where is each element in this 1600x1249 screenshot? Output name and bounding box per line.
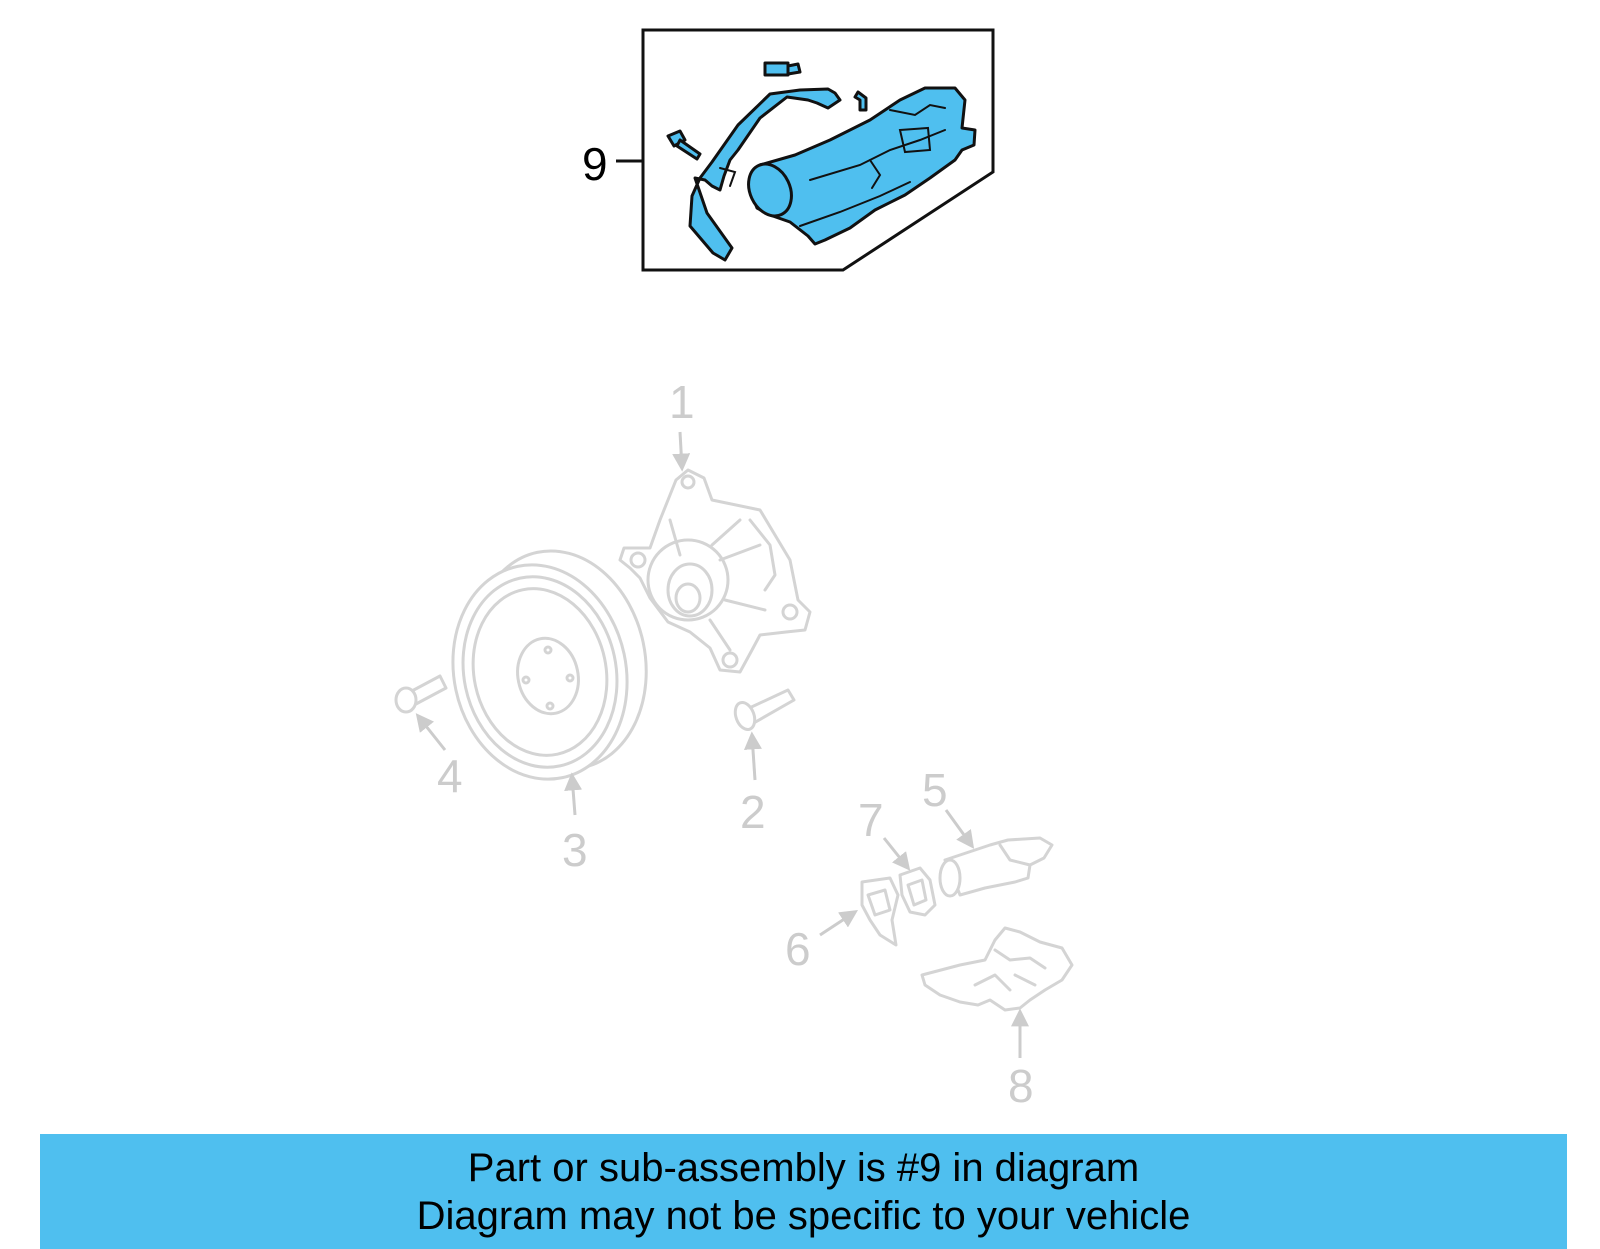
info-banner: Part or sub-assembly is #9 in diagram Di… (40, 1134, 1567, 1249)
banner-line-1: Part or sub-assembly is #9 in diagram (467, 1145, 1140, 1190)
part-9-clip (853, 90, 868, 112)
part-2-stud[interactable] (732, 688, 796, 732)
part-5-bracket[interactable] (938, 836, 1054, 898)
part-9-bolt (666, 129, 702, 161)
part-1-water-pump[interactable] (618, 468, 812, 674)
callout-9-label[interactable]: 9 (582, 138, 608, 190)
banner-line-2: Diagram may not be specific to your vehi… (416, 1193, 1191, 1238)
part-9-inset[interactable]: 9 (582, 28, 995, 272)
callout-2-label[interactable]: 2 (740, 786, 766, 838)
callout-6-leader (819, 910, 859, 937)
part-3-pulley[interactable] (433, 535, 666, 796)
part-4-bolt[interactable] (394, 674, 448, 714)
part-8-bracket[interactable] (920, 926, 1074, 1012)
callout-8-label[interactable]: 8 (1008, 1060, 1034, 1112)
callout-1-label[interactable]: 1 (669, 376, 695, 428)
callout-5-label[interactable]: 5 (922, 764, 948, 816)
part-9-cover (747, 86, 977, 246)
callout-5-leader (944, 809, 975, 849)
part-9-hose (688, 87, 842, 262)
part-9-connector (763, 61, 802, 77)
callout-1-leader (672, 431, 691, 472)
callout-2-leader (743, 731, 762, 781)
part-7-gasket[interactable] (898, 866, 937, 917)
callout-6-label[interactable]: 6 (785, 923, 811, 975)
callout-3-leader (564, 772, 583, 816)
callout-4-label[interactable]: 4 (437, 750, 463, 802)
part-6-gasket[interactable] (860, 876, 900, 947)
callout-4-leader (415, 713, 447, 751)
callout-3-label[interactable]: 3 (562, 824, 588, 876)
callout-7-leader (882, 837, 911, 871)
callout-7-label[interactable]: 7 (858, 794, 884, 846)
